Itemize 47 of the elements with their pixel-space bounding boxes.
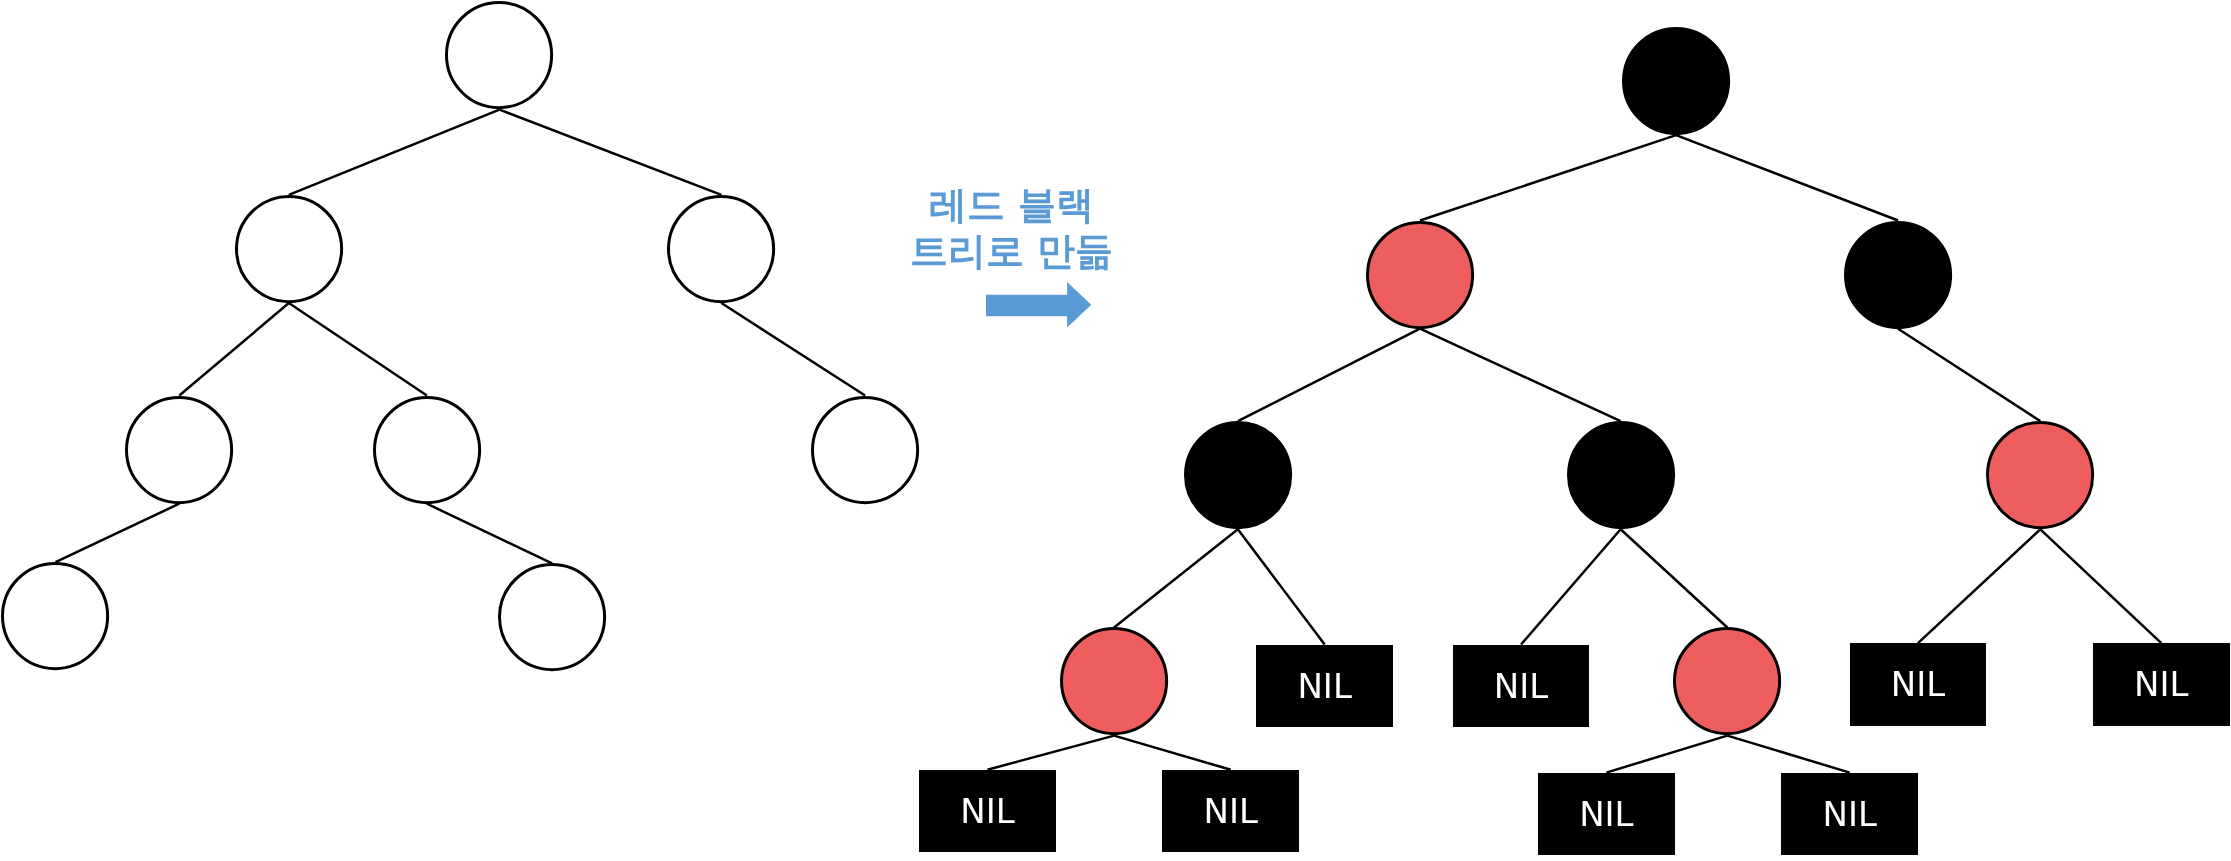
nil-box: NIL — [1256, 644, 1393, 728]
tree-edge — [2039, 528, 2163, 645]
tree-edge — [178, 302, 290, 397]
tree-edge — [54, 502, 180, 564]
tree-node-circle — [125, 395, 234, 504]
tree-node-circle — [445, 1, 554, 110]
tree-edge — [1236, 528, 1326, 646]
tree-node-circle — [372, 395, 481, 504]
tree-edge — [1520, 528, 1622, 646]
tree-edge — [1237, 327, 1421, 423]
nil-box: NIL — [1538, 772, 1675, 856]
nil-box: NIL — [919, 769, 1056, 853]
tree-edge — [987, 734, 1115, 771]
tree-edge — [498, 108, 722, 197]
nil-box: NIL — [1162, 769, 1300, 853]
tree-edge — [1606, 734, 1728, 774]
tree-edge — [1917, 528, 2042, 645]
tree-edge — [1113, 734, 1232, 771]
tree-node-circle — [1183, 421, 1292, 530]
nil-box: NIL — [1781, 772, 1918, 856]
nil-box: NIL — [1452, 644, 1590, 728]
tree-edge — [1675, 134, 1899, 222]
tree-node-circle — [1622, 27, 1731, 136]
tree-node-circle — [1365, 220, 1475, 329]
tree-edge — [288, 108, 500, 197]
tree-node-circle — [234, 194, 343, 304]
tree-node-circle — [811, 395, 920, 504]
tree-node-circle — [1986, 421, 2095, 530]
nil-box: NIL — [2093, 643, 2230, 726]
tree-edge — [1419, 327, 1622, 423]
tree-edge — [720, 302, 866, 397]
tree-edge — [1619, 528, 1729, 629]
tree-node-circle — [1566, 421, 1675, 530]
tree-node-circle — [667, 194, 776, 304]
annotation-text: 레드 블랙 트리로 만듦 — [909, 182, 1115, 275]
tree-edge — [1113, 528, 1239, 629]
tree-edge — [288, 302, 428, 397]
tree-node-circle — [1, 562, 110, 671]
tree-edge — [1726, 734, 1851, 774]
tree-node-circle — [1673, 627, 1782, 736]
tree-edge — [426, 502, 553, 565]
tree-edge — [1419, 134, 1677, 222]
tree-node-circle — [1844, 220, 1953, 329]
tree-node-circle — [1060, 627, 1169, 736]
nil-box: NIL — [1849, 643, 1987, 726]
tree-node-circle — [498, 563, 607, 672]
tree-edge — [1897, 327, 2041, 423]
